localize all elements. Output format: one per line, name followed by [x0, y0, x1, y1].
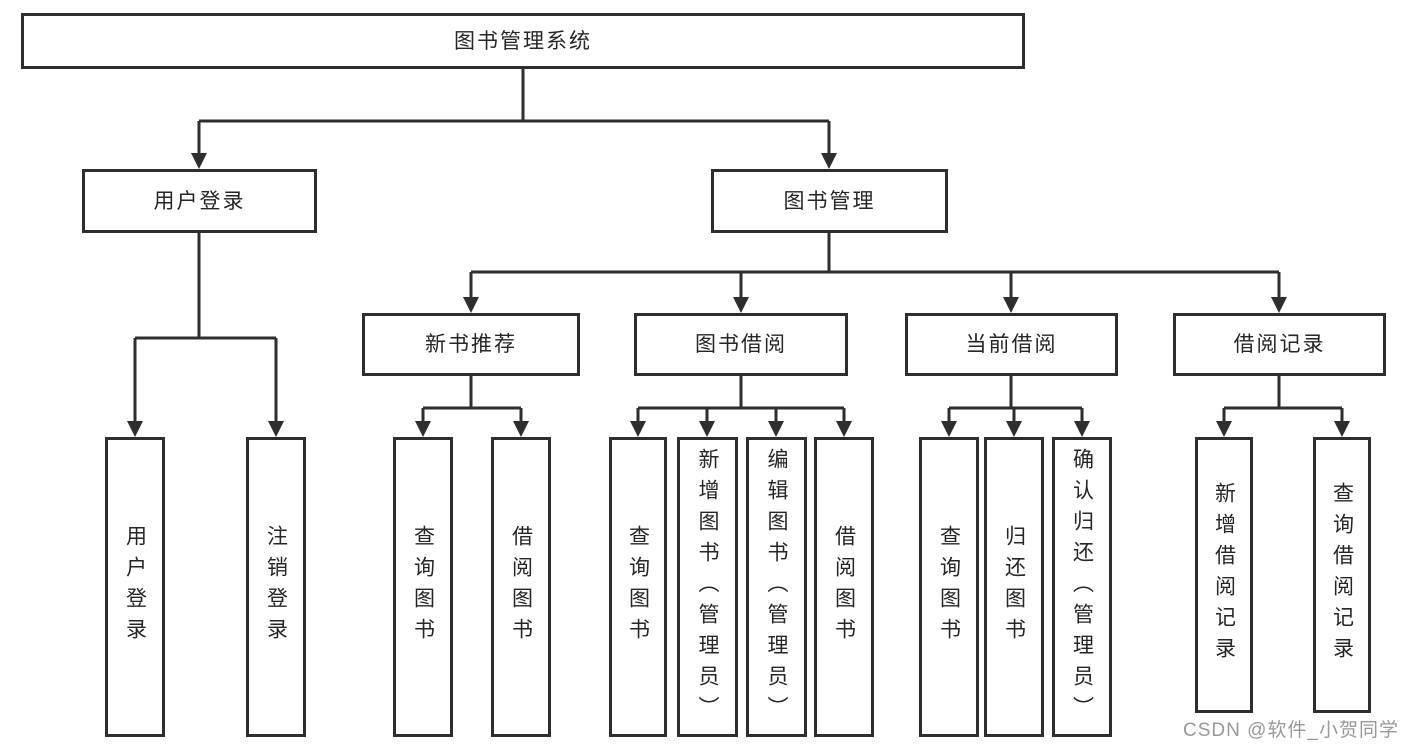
node-label: 注销登录	[264, 525, 288, 649]
node-label: 查询借阅记录	[1330, 482, 1354, 668]
node-label: 图书管理	[783, 189, 876, 213]
node-recommend-borrow-books: 借阅图书	[491, 437, 551, 737]
node-label: 当前借阅	[965, 333, 1058, 356]
node-borrowing-records: 借阅记录	[1173, 313, 1386, 376]
node-label: 借阅图书	[509, 525, 533, 649]
node-edit-books-admin: 编辑图书（管理员）	[746, 437, 807, 737]
node-user-login: 用户登录	[82, 169, 317, 233]
node-label: 借阅图书	[832, 525, 856, 649]
node-label: 归还图书	[1002, 525, 1026, 649]
node-label: 确认归还（管理员）	[1070, 447, 1094, 727]
node-new-book-recommend: 新书推荐	[362, 313, 580, 376]
node-add-borrow-record: 新增借阅记录	[1195, 437, 1253, 713]
node-borrow-books-action: 借阅图书	[814, 437, 874, 737]
csdn-watermark: CSDN @软件_小贺同学	[1183, 720, 1399, 741]
node-label: 查询图书	[411, 525, 435, 649]
node-label: 编辑图书（管理员）	[765, 447, 788, 727]
node-book-management: 图书管理	[711, 169, 948, 233]
node-label: 用户登录	[123, 525, 147, 649]
node-query-borrow-record: 查询借阅记录	[1313, 437, 1371, 713]
node-return-books: 归还图书	[984, 437, 1044, 737]
node-library-management-system: 图书管理系统	[21, 13, 1025, 69]
node-label: 新增借阅记录	[1212, 482, 1236, 668]
node-label: 图书管理系统	[454, 29, 592, 53]
node-borrowing-query-books: 查询图书	[609, 437, 667, 737]
node-logout-action: 注销登录	[246, 437, 306, 737]
node-add-books-admin: 新增图书（管理员）	[677, 437, 738, 737]
arrowhead-icons	[127, 153, 1350, 437]
node-label: 新书推荐	[425, 333, 517, 356]
node-current-borrowing: 当前借阅	[905, 313, 1118, 376]
node-label: 用户登录	[153, 189, 246, 213]
node-book-borrowing: 图书借阅	[634, 313, 848, 376]
node-label: 新增图书（管理员）	[696, 447, 719, 727]
node-label: 借阅记录	[1233, 333, 1326, 356]
node-label: 图书借阅	[695, 333, 787, 356]
node-user-login-action: 用户登录	[105, 437, 165, 737]
node-label: 查询图书	[937, 525, 961, 649]
node-confirm-return-admin: 确认归还（管理员）	[1052, 437, 1112, 737]
node-recommend-query-books: 查询图书	[393, 437, 453, 737]
node-label: 查询图书	[626, 525, 650, 649]
node-current-query-books: 查询图书	[919, 437, 979, 737]
